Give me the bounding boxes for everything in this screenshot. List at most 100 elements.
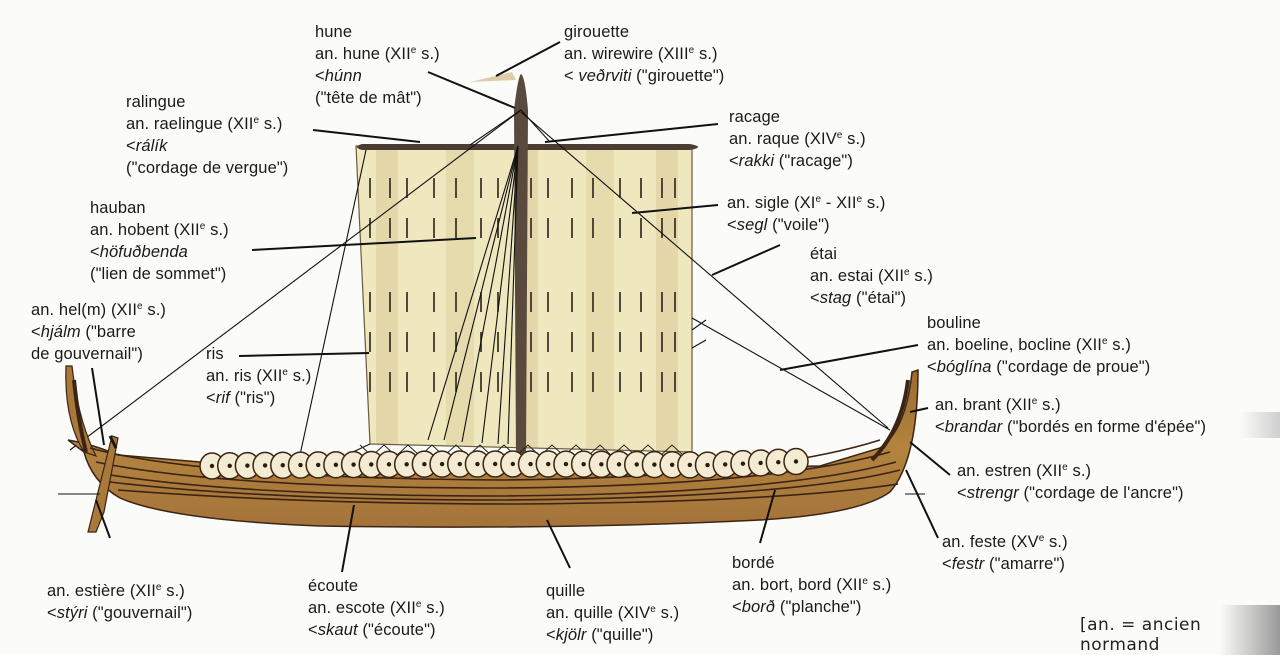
label-bouline: bouline an. boeline, bocline (XIIe s.) <bó… — [927, 312, 1150, 378]
century-superscript: e — [862, 576, 868, 587]
norse-term: skaut — [317, 621, 358, 639]
rudder — [87, 435, 119, 533]
shield — [712, 450, 738, 479]
label-line: ("cordage de vergue") — [126, 159, 289, 177]
label-line: ralingue — [126, 93, 186, 111]
shield-boss — [386, 462, 392, 467]
norse-term: hjálm — [40, 323, 81, 341]
label-line: an. hobent (XIIe s.) — [90, 221, 229, 239]
century-superscript: e — [650, 604, 656, 615]
label-line: < veðrviti ("girouette") — [564, 67, 725, 85]
shield-boss — [546, 461, 551, 467]
shield-row — [199, 447, 809, 480]
label-line: <stag ("étai") — [810, 289, 907, 307]
norse-term: höfuðbenda — [99, 243, 188, 261]
label-line: bordé — [732, 554, 775, 572]
century-superscript: e — [253, 115, 260, 126]
norse-term: strengr — [966, 484, 1019, 502]
label-line: <bóglína ("cordage de proue") — [927, 358, 1151, 376]
shield-boss — [563, 461, 569, 467]
label-line: de gouvernail") — [31, 345, 143, 363]
century-superscript: e — [410, 45, 417, 56]
scan-edge-shadow-2 — [1240, 412, 1280, 438]
norse-term: brandar — [944, 418, 1003, 436]
shield-boss — [669, 462, 675, 467]
shield — [747, 449, 774, 477]
label-line: ris — [206, 345, 224, 363]
century-superscript: e — [1031, 396, 1038, 407]
norse-term: rakki — [738, 152, 775, 170]
norse-term: borð — [741, 598, 776, 616]
shield — [623, 450, 650, 479]
shield-boss — [404, 462, 409, 467]
norse-term: rálík — [135, 137, 168, 155]
label-line: <festr ("amarre") — [942, 555, 1065, 573]
century-superscript: e — [137, 301, 143, 312]
shield — [358, 450, 385, 479]
label-line: <brandar ("bordés en forme d'épée") — [935, 418, 1207, 436]
shield-boss — [705, 462, 710, 468]
century-superscript: e — [815, 194, 822, 205]
shield-boss — [581, 461, 586, 467]
label-line: ("tête de mât") — [315, 89, 422, 107]
shield-boss — [457, 461, 462, 467]
scan-edge-shadow — [1220, 605, 1280, 655]
century-superscript: e — [1101, 336, 1108, 347]
footnote-legend: [an. = ancien normand — [1080, 615, 1202, 655]
shield-boss — [227, 463, 232, 469]
shield-boss — [616, 462, 622, 467]
label-line: an. estai (XIIe s.) — [810, 267, 934, 285]
shield — [305, 451, 331, 479]
shield — [411, 450, 438, 478]
century-superscript: e — [836, 130, 843, 141]
shield-boss — [723, 462, 728, 467]
label-line: an. hel(m) (XIIe s.) — [31, 301, 167, 319]
reef-points — [369, 178, 676, 392]
label-line: an. raque (XIVe s.) — [729, 130, 866, 148]
norse-term: bóglína — [936, 358, 992, 376]
norse-term: rif — [215, 389, 230, 407]
label-line: <kjölr ("quille") — [546, 626, 654, 644]
shield-boss — [634, 462, 639, 467]
label-line: <höfuðbenda — [90, 243, 188, 261]
shield-boss — [740, 461, 746, 466]
shield — [783, 447, 809, 476]
shield-boss — [475, 461, 480, 467]
shield — [588, 450, 615, 479]
label-line: <stýri ("gouvernail") — [47, 604, 193, 622]
norse-term: segl — [736, 216, 768, 234]
shield-boss — [793, 459, 799, 464]
norse-term: kjölr — [555, 626, 587, 644]
label-line: bouline — [927, 314, 981, 332]
shield-boss — [492, 461, 498, 467]
label-brant: an. brant (XIIe s.)<brandar ("bordés en … — [935, 394, 1206, 438]
label-line: <borð ("planche") — [732, 598, 862, 616]
wind-vane — [470, 72, 516, 82]
norse-term: festr — [951, 555, 985, 573]
label-line: an. quille (XIVe s.) — [546, 604, 680, 622]
label-line: an. escote (XIIe s.) — [308, 599, 445, 617]
label-line: an. boeline, bocline (XIIe s.) — [927, 336, 1131, 354]
shield — [216, 452, 243, 480]
label-line: an. hune (XIIe s.) — [315, 45, 440, 63]
label-line: <rálík — [126, 137, 168, 155]
shield-boss — [687, 462, 693, 468]
label-line: ("lien de sommet") — [90, 265, 227, 283]
label-feste: an. feste (XVe s.)<festr ("amarre") — [942, 531, 1068, 575]
shield-boss — [333, 462, 339, 467]
label-line: hauban — [90, 199, 146, 217]
label-estiere: an. estière (XIIe s.)<stýri ("gouvernail… — [47, 580, 192, 624]
century-superscript: e — [904, 267, 910, 278]
label-line: an. sigle (XIe - XIIe s.) — [727, 194, 886, 212]
shield — [500, 450, 526, 478]
shield-boss — [262, 463, 268, 468]
